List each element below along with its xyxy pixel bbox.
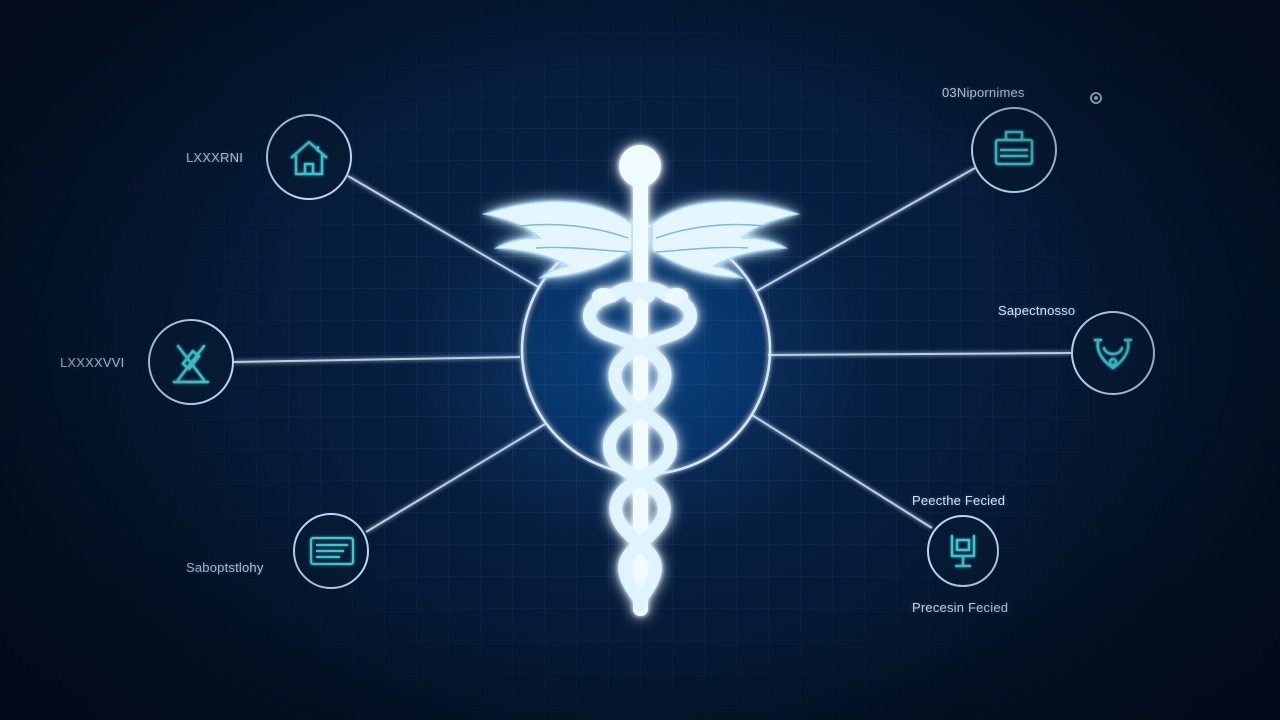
caduceus-wing-left — [481, 200, 633, 279]
label-mid-left: LXXXXVVI — [60, 355, 125, 370]
label-bottom-right: Peecthe Fecied — [912, 493, 1006, 508]
label-bottom-left: Saboptstlohy — [186, 560, 264, 575]
label-top-left: LXXXRNI — [186, 150, 244, 165]
label-top-right: 03Nipornimes — [942, 85, 1025, 100]
label-mid-right: Sapectnosso — [998, 303, 1076, 318]
caduceus-wing-right — [651, 200, 801, 279]
sparkle-icon — [1090, 92, 1102, 104]
caduceus-orb — [619, 145, 661, 187]
label-bottom-right-secondary: Precesin Fecied — [912, 600, 1009, 615]
